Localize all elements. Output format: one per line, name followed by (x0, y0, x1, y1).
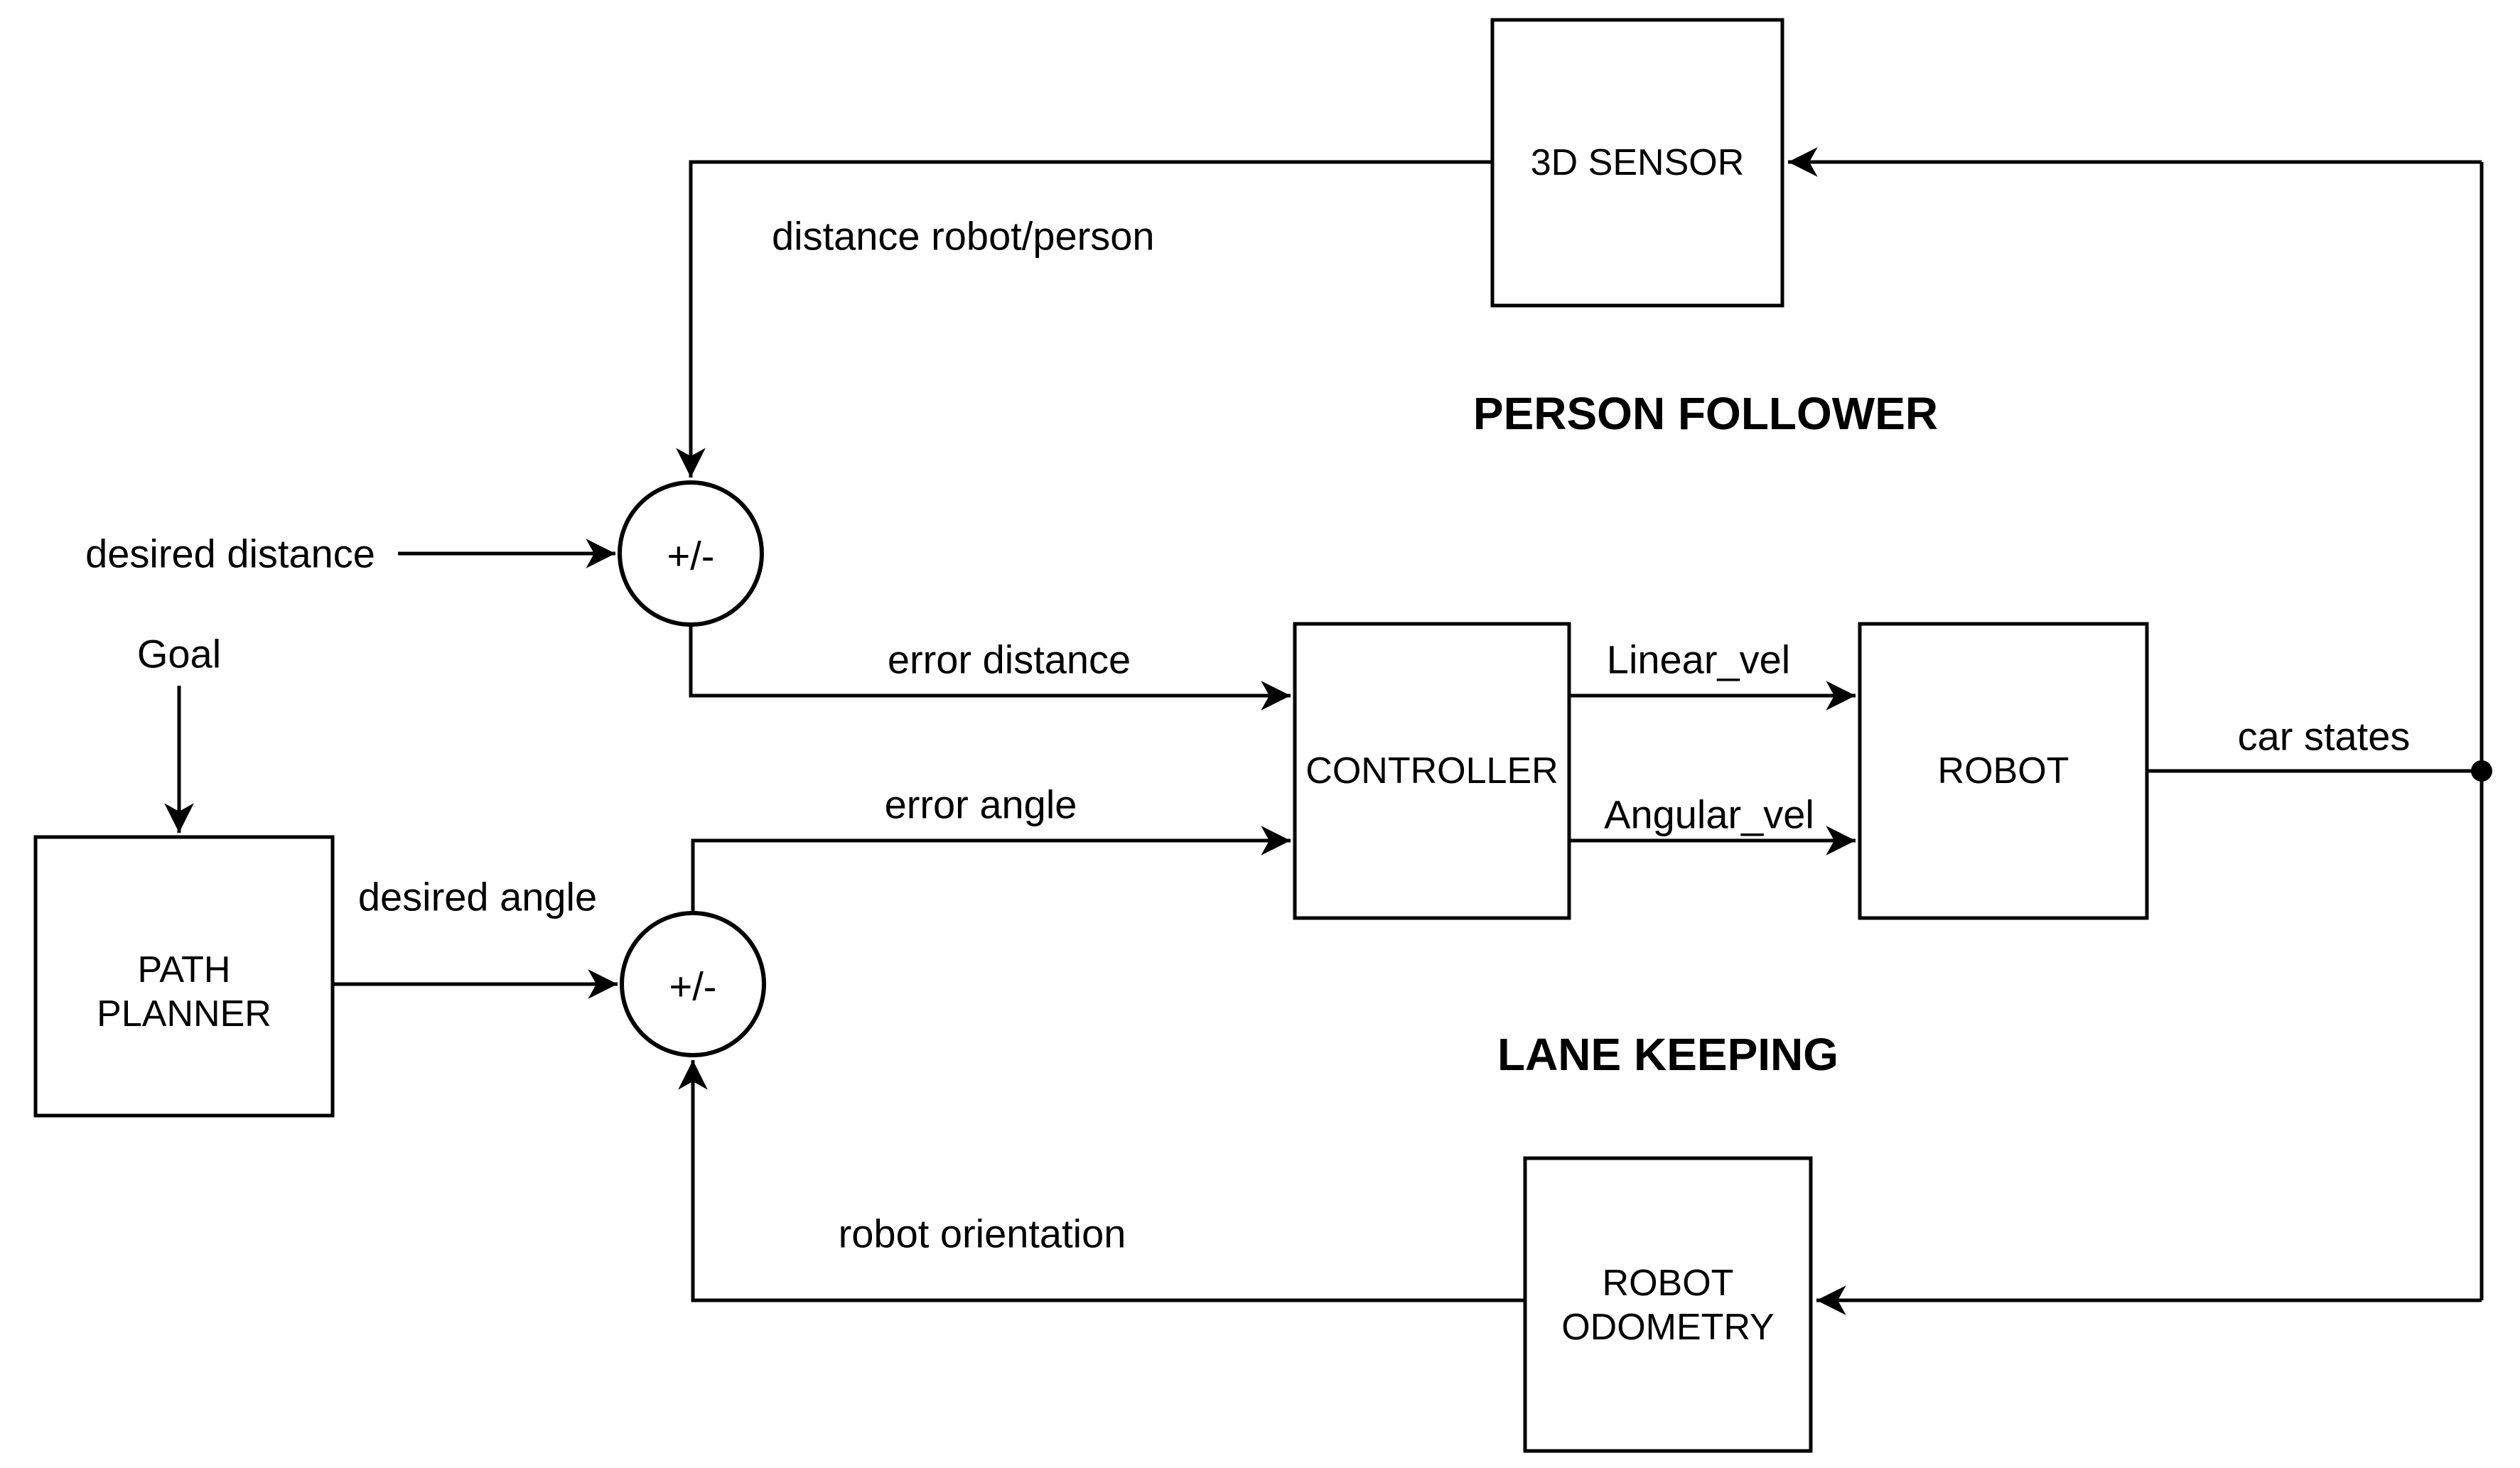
block-path-planner (33, 835, 335, 1118)
label-car-states: car states (2238, 714, 2411, 759)
label-desired-angle: desired angle (358, 875, 597, 919)
block-robot (1858, 622, 2149, 920)
block-robot-odometry-label-line1: ROBOT (1603, 1263, 1734, 1304)
block-controller (1293, 622, 1571, 920)
block-path-planner-label-line2: PLANNER (97, 993, 271, 1035)
wire-error-distance (689, 625, 1291, 711)
summing-junction-angle (620, 911, 766, 1057)
block-controller-label: CONTROLLER (1305, 750, 1558, 792)
wire-error-angle (691, 826, 1291, 912)
label-distance-robot-person: distance robot/person (772, 214, 1155, 259)
summing-junction-distance (618, 480, 764, 627)
section-title-person-follower: PERSON FOLLOWER (1473, 388, 1938, 439)
label-angular-vel: Angular_vel (1604, 792, 1814, 837)
block-robot-odometry (1523, 1156, 1813, 1453)
wire-sensor-to-sum-distance (676, 160, 1492, 477)
block-robot-odometry-label-line2: ODOMETRY (1561, 1307, 1775, 1348)
block-3d-sensor-label: 3D SENSOR (1531, 142, 1745, 183)
label-linear-vel: Linear_vel (1607, 637, 1790, 682)
label-goal: Goal (137, 632, 221, 676)
label-error-distance: error distance (888, 637, 1131, 682)
block-3d-sensor (1490, 18, 1784, 308)
junction-dot (2471, 760, 2492, 782)
block-robot-label: ROBOT (1938, 750, 2069, 792)
summing-junction-distance-symbol: +/- (667, 534, 715, 578)
block-path-planner-label-line1: PATH (138, 949, 231, 991)
section-title-lane-keeping: LANE KEEPING (1497, 1029, 1838, 1080)
wire-odometry-to-sum-angle (678, 1060, 1525, 1302)
summing-junction-angle-symbol: +/- (669, 964, 717, 1009)
label-desired-distance: desired distance (85, 531, 375, 576)
label-robot-orientation: robot orientation (839, 1211, 1126, 1256)
label-error-angle: error angle (885, 782, 1077, 827)
